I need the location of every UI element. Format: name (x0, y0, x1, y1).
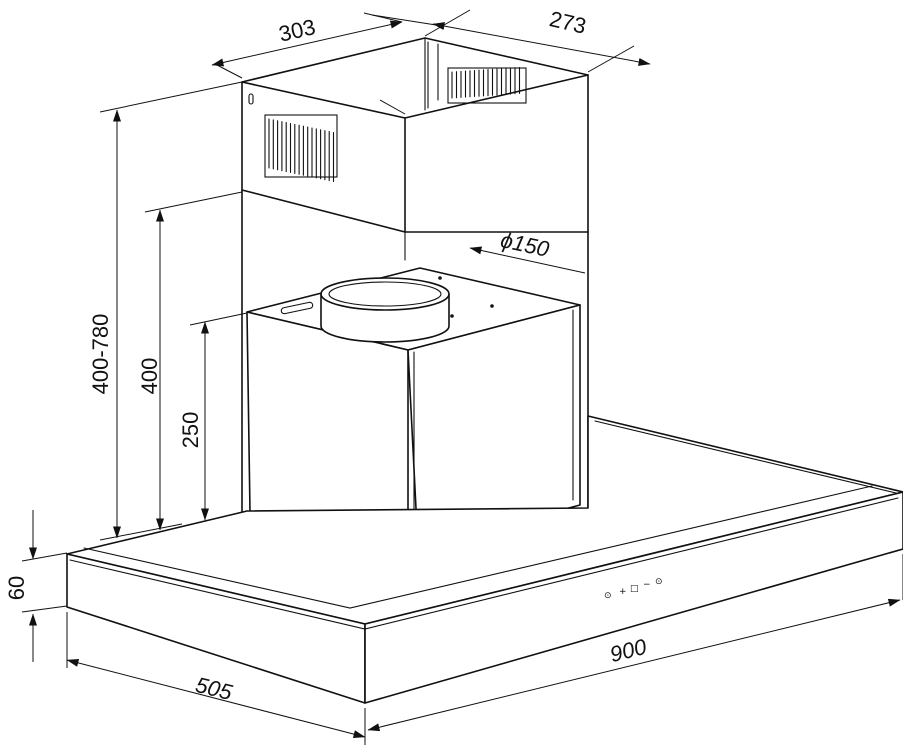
duct-collar (320, 277, 450, 343)
dim-duct-diameter: ϕ150 (469, 227, 589, 274)
minus-button: − (643, 580, 651, 590)
dim-chimney-height-range: 400-780 (88, 81, 243, 541)
label-400-780: 400-780 (88, 314, 113, 395)
fan-icon: ⊙ (604, 591, 612, 601)
label-400: 400 (137, 358, 162, 395)
dim-canopy-height: 60 (4, 510, 68, 662)
label-303: 303 (276, 14, 317, 47)
label-273: 273 (547, 6, 588, 39)
label-505: 505 (193, 672, 235, 705)
left-vent-slots (264, 114, 338, 183)
dim-height-250: 250 (178, 312, 248, 521)
control-panel: ⊙ + □ − ⊙ (604, 577, 663, 601)
label-250: 250 (178, 412, 203, 449)
light-icon: ⊙ (655, 577, 663, 587)
dim-chimney-depth: 273 (371, 6, 651, 73)
label-60: 60 (4, 576, 29, 600)
dim-height-400: 400 (137, 191, 243, 531)
label-900: 900 (607, 634, 649, 667)
plus-button: + (619, 587, 627, 597)
back-vent-slots (447, 66, 527, 104)
upper-chimney-cover (241, 37, 589, 233)
display-icon: □ (630, 584, 639, 594)
